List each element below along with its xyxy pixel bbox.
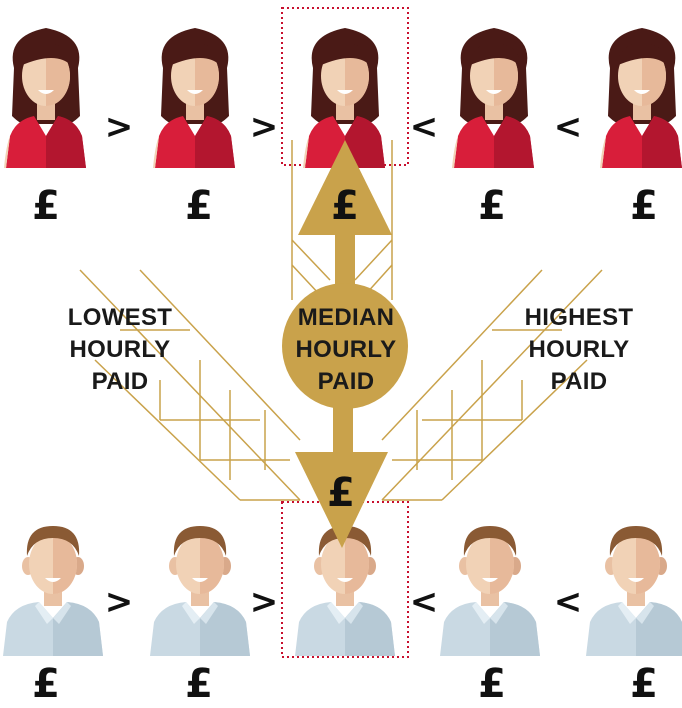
pound-symbol-w-median: £ [331, 183, 359, 229]
right-branch-lineart [381, 269, 603, 501]
man-figure-median [295, 526, 395, 656]
median-label-line-1: MEDIAN [297, 304, 395, 331]
pound-symbol-w4: £ [478, 183, 506, 229]
highest-label-line-2: HOURLY [528, 336, 630, 363]
median-arrow-up-head [298, 140, 392, 235]
pound-symbol-m4: £ [478, 661, 506, 707]
highest-hourly-paid-label: HIGHEST HOURLY PAID [494, 302, 664, 398]
comparator-less-m4: < [553, 582, 583, 622]
pound-symbol-w5: £ [630, 183, 658, 229]
man-figure-5 [586, 526, 682, 656]
pound-symbol-m1: £ [32, 661, 60, 707]
lowest-label-line-1: LOWEST [67, 304, 173, 331]
comparator-greater-w2: > [249, 107, 279, 147]
median-label-line-3: PAID [317, 368, 375, 395]
pound-symbol-w1: £ [32, 183, 60, 229]
man-figure-2 [150, 526, 250, 656]
comparator-greater-m2: > [249, 582, 279, 622]
woman-figure-2 [153, 28, 235, 168]
lowest-hourly-paid-label: LOWEST HOURLY PAID [40, 302, 200, 398]
comparator-greater-m1: > [104, 582, 134, 622]
median-arrow-down-head [295, 452, 388, 548]
comparator-greater-w1: > [104, 107, 134, 147]
woman-figure-4 [452, 28, 534, 168]
median-circle [282, 283, 408, 409]
pound-symbol-m-median: £ [327, 470, 355, 516]
woman-figure-1 [4, 28, 86, 168]
pound-symbol-w2: £ [185, 183, 213, 229]
center-branch-lineart [291, 140, 393, 300]
woman-figure-5 [600, 28, 682, 168]
man-figure-4 [440, 526, 540, 656]
comparator-less-m3: < [409, 582, 439, 622]
median-hourly-paid-label: MEDIAN HOURLY PAID [276, 302, 416, 398]
pound-symbol-m5: £ [630, 661, 658, 707]
median-indicator [282, 140, 408, 548]
left-branch-lineart [79, 269, 301, 501]
highest-label-line-1: HIGHEST [524, 304, 634, 331]
lowest-label-line-2: HOURLY [69, 336, 171, 363]
highest-label-line-3: PAID [550, 368, 608, 395]
pound-symbol-m2: £ [185, 661, 213, 707]
man-figure-1 [3, 526, 103, 656]
comparator-less-w3: < [409, 107, 439, 147]
lowest-label-line-3: PAID [91, 368, 149, 395]
median-label-line-2: HOURLY [295, 336, 397, 363]
comparator-less-w4: < [553, 107, 583, 147]
